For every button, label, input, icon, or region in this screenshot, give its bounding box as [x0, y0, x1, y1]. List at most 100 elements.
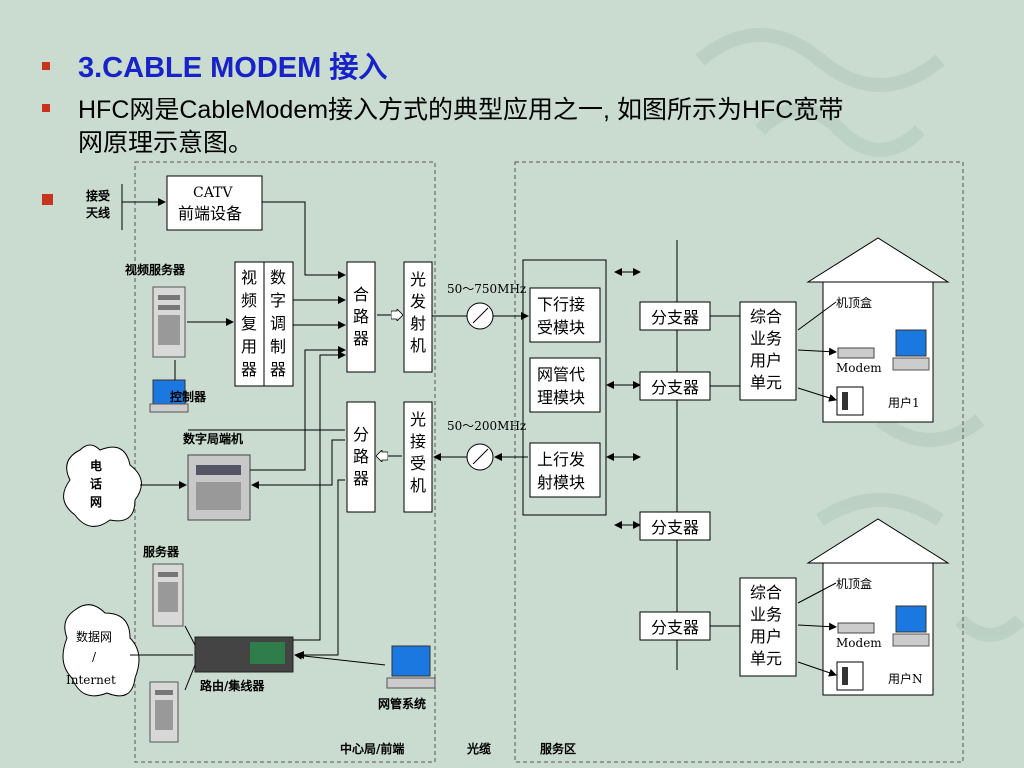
opt-tx-char-2: 射 — [410, 314, 426, 333]
digital-mod-char-2: 调 — [270, 314, 286, 333]
opt-rx-char-0: 光 — [410, 410, 426, 429]
msun-char-1: 业务 — [750, 605, 782, 624]
data-net-3: Internet — [66, 673, 116, 687]
combiner-char-1: 路 — [353, 307, 369, 326]
downstream-rx-module — [529, 287, 601, 343]
splitter-box — [346, 401, 376, 513]
up-tx-1: 上行发 — [537, 450, 585, 469]
digital-mod-char-0: 数 — [270, 268, 286, 287]
splitter-char-1: 路 — [353, 447, 369, 466]
combiner-char-2: 器 — [353, 329, 369, 348]
router-icon — [194, 636, 294, 673]
opt-tx-char-0: 光 — [410, 270, 426, 289]
zone-service-label: 服务区 — [540, 741, 576, 756]
msu1-char-1: 业务 — [750, 329, 782, 348]
nms-label: 网管系统 — [378, 696, 426, 711]
stb-label-n: 机顶盒 — [836, 576, 872, 591]
pc-icon-1 — [892, 329, 930, 371]
opt-rx-char-2: 受 — [410, 454, 426, 473]
data-net-1: 数据网 — [76, 629, 112, 644]
phone-icon-1 — [836, 386, 864, 416]
tap-label-1: 分支器 — [651, 378, 699, 397]
controller-icon — [149, 379, 189, 413]
antenna-label-2: 天线 — [86, 205, 110, 220]
house-user-n — [806, 518, 950, 696]
zone-center-label: 中心局/前端 — [340, 741, 404, 756]
splitter-char-0: 分 — [353, 425, 369, 444]
optical-transmitter-box — [403, 261, 433, 373]
digital-modulator-box — [263, 261, 294, 387]
nms-agent-1: 网管代 — [537, 365, 585, 384]
upstream-tx-module — [529, 442, 601, 498]
catv-label-1: CATV — [193, 185, 233, 201]
freq-downstream: 50～750MHz — [447, 282, 526, 296]
diagram-bullet — [42, 194, 53, 205]
user1-label: 用户1 — [888, 395, 920, 410]
msu1-char-2: 用户 — [750, 351, 782, 370]
msu1-char-3: 单元 — [750, 373, 782, 392]
modem-label-n: Modem — [836, 636, 882, 650]
video-mux-char-2: 复 — [241, 314, 257, 333]
nms-agent-2: 理模块 — [537, 388, 585, 407]
down-rx-2: 受模块 — [537, 318, 585, 337]
tap-label-0: 分支器 — [651, 308, 699, 327]
phone-network-cloud — [63, 444, 142, 527]
msun-char-2: 用户 — [750, 627, 782, 646]
splitter-char-2: 器 — [353, 469, 369, 488]
stb-label-1: 机顶盒 — [836, 295, 872, 310]
server-icon-2 — [149, 681, 179, 743]
modem-icon-1 — [837, 347, 875, 359]
phone-icon-n — [836, 661, 864, 691]
body-line-2: 网原理示意图。 — [78, 129, 254, 157]
body-text: HFC网是CableModem接入方式的典型应用之一, 如图所示为HFC宽带 网… — [78, 94, 978, 160]
router-label: 路由/集线器 — [200, 678, 265, 693]
phone-net-1: 电 — [90, 458, 102, 473]
data-network-cloud — [62, 604, 140, 697]
pc-icon-n — [892, 605, 930, 647]
combiner-box — [346, 261, 376, 373]
server-icon — [152, 563, 184, 627]
phone-net-3: 网 — [90, 495, 102, 509]
zone-fiber-label: 光缆 — [466, 741, 491, 756]
digital-mod-char-4: 器 — [270, 360, 286, 379]
modem-icon-n — [837, 622, 875, 634]
video-mux-char-0: 视 — [241, 268, 257, 287]
video-server-label: 视频服务器 — [125, 262, 186, 277]
modem-label-1: Modem — [836, 361, 882, 375]
msun-char-3: 单元 — [750, 649, 782, 668]
multi-service-unit-n — [739, 577, 797, 677]
opt-tx-char-3: 机 — [410, 336, 426, 355]
usern-label: 用户N — [888, 671, 923, 686]
slide-title: 3.CABLE MODEM 接入 — [78, 52, 388, 84]
video-mux-char-1: 频 — [241, 291, 257, 310]
controller-label: 控制器 — [170, 389, 207, 404]
freq-upstream: 50～200MHz — [447, 419, 526, 433]
data-net-2: / — [92, 650, 97, 664]
tap-box-0 — [639, 301, 711, 331]
video-mux-char-3: 用 — [241, 337, 257, 356]
catv-headend-box: CATV 前端设备 — [166, 175, 263, 231]
tap-label-3: 分支器 — [651, 618, 699, 637]
title-bullet — [42, 62, 50, 70]
house-user-1 — [806, 237, 950, 423]
combiner-char-0: 合 — [353, 285, 369, 304]
tap-box-1 — [639, 371, 711, 401]
video-mux-box — [234, 261, 265, 387]
center-zone-border — [134, 161, 436, 763]
digital-mod-char-3: 制 — [270, 337, 286, 356]
digital-switch-label: 数字局端机 — [183, 431, 243, 446]
video-server-icon — [152, 286, 186, 358]
msun-char-0: 综合 — [750, 583, 782, 602]
antenna-label-1: 接受 — [86, 188, 110, 203]
tap-box-3 — [639, 611, 711, 641]
down-rx-1: 下行接 — [537, 295, 585, 314]
digital-switch-icon — [187, 454, 251, 521]
nms-icon — [386, 645, 436, 689]
tap-box-2 — [639, 511, 711, 541]
video-mux-char-4: 器 — [241, 360, 257, 379]
optical-receiver-box — [403, 401, 433, 513]
tap-label-2: 分支器 — [651, 518, 699, 537]
phone-net-2: 话 — [90, 476, 102, 491]
